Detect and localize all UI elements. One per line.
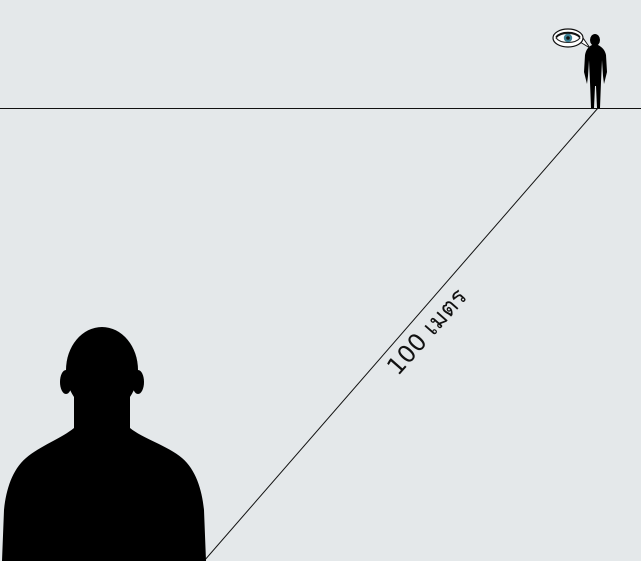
eye-icon [552,28,591,49]
far-person-silhouette [584,34,607,108]
near-person-silhouette [2,327,206,561]
distance-label: 100 เมตร [381,283,472,381]
sight-line [203,107,599,561]
